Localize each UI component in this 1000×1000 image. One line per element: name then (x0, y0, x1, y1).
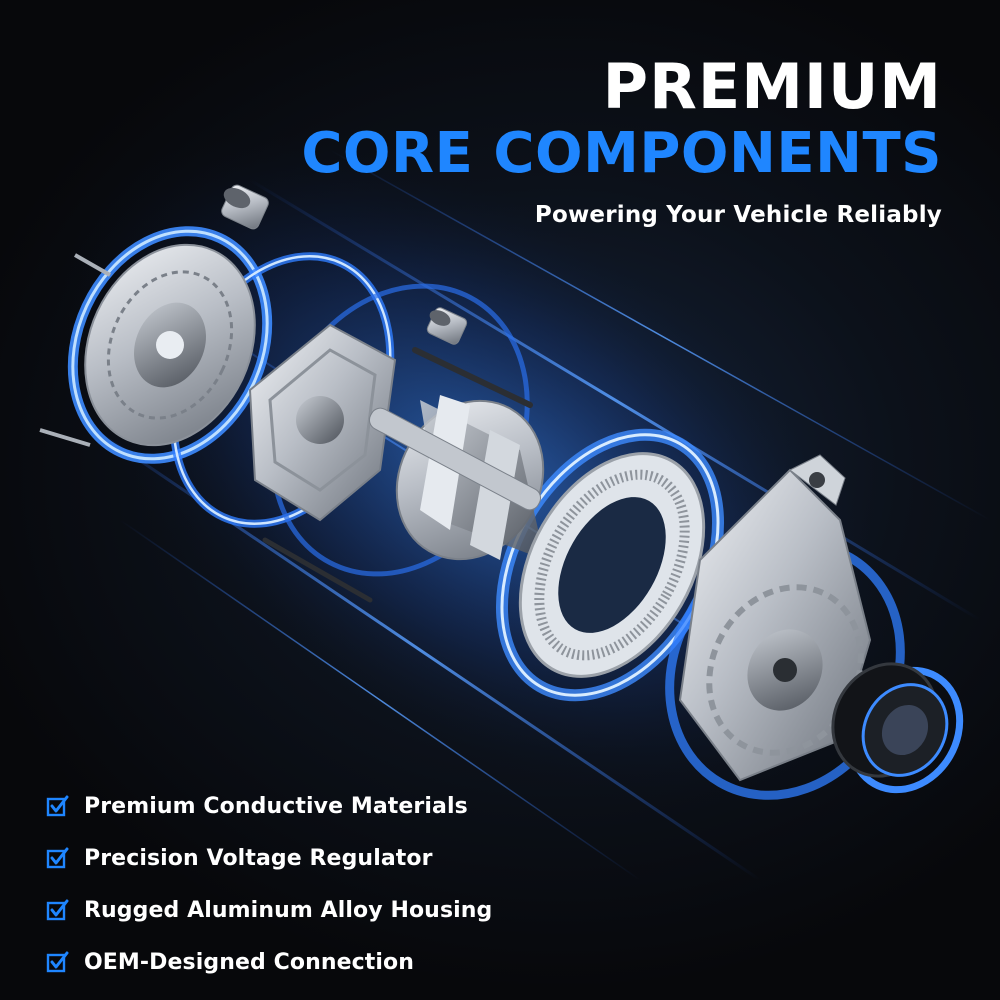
headline-premium: PREMIUM (602, 50, 942, 123)
rectifier-assembly (248, 323, 397, 522)
list-item: Precision Voltage Regulator (46, 832, 492, 884)
feature-label: Premium Conductive Materials (84, 793, 468, 819)
checkbox-checked-icon (46, 899, 69, 921)
stator (518, 452, 706, 678)
list-item: Premium Conductive Materials (46, 780, 492, 832)
through-bolts (262, 347, 533, 603)
list-item: Rugged Aluminum Alloy Housing (46, 884, 492, 936)
feature-list: Premium Conductive Materials Precision V… (46, 780, 492, 988)
feature-label: OEM-Designed Connection (84, 949, 414, 975)
pulley (831, 662, 949, 778)
subtitle: Powering Your Vehicle Reliably (534, 202, 942, 228)
checkbox-checked-icon (46, 795, 69, 817)
front-housing (678, 454, 872, 782)
rotor (368, 395, 545, 561)
headline-core-components: CORE COMPONENTS (301, 121, 942, 186)
bushing (221, 184, 468, 345)
feature-label: Rugged Aluminum Alloy Housing (84, 897, 493, 923)
checkbox-checked-icon (46, 847, 69, 869)
checkbox-checked-icon (46, 951, 69, 973)
rear-end-cap (39, 243, 256, 447)
list-item: OEM-Designed Connection (46, 936, 492, 988)
headline-block: PREMIUM CORE COMPONENTS Powering Your Ve… (301, 50, 942, 229)
feature-label: Precision Voltage Regulator (84, 845, 433, 871)
